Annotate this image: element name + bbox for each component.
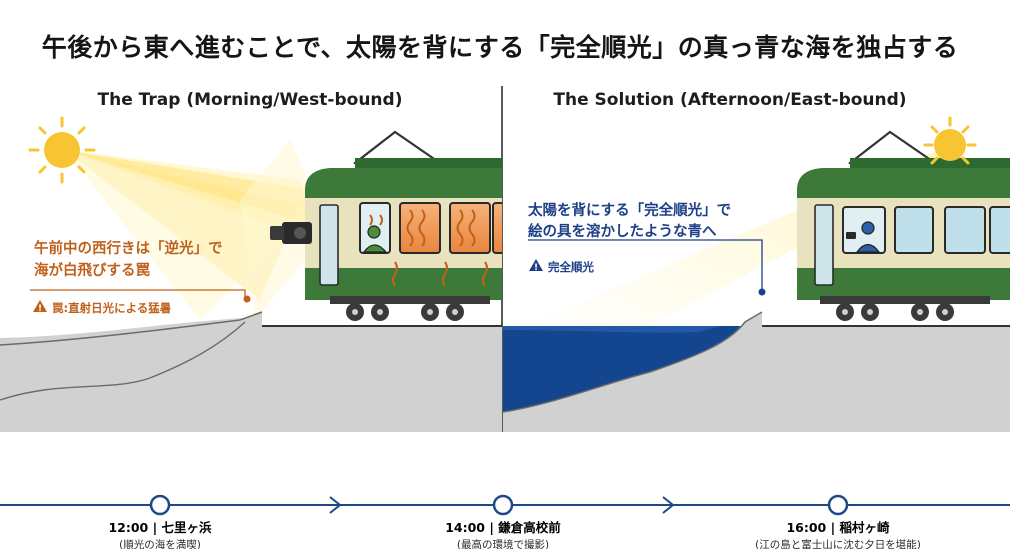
left-callout-line-2: 海が白飛びする罠 — [34, 261, 150, 279]
timeline-stop: 12:00 | 七里ヶ浜 (順光の海を満喫) — [108, 494, 212, 549]
right-ground — [503, 312, 1010, 432]
left-panel-heading: The Trap (Morning/West-bound) — [97, 90, 403, 110]
right-train — [797, 130, 1010, 321]
timeline-stop-label: 16:00 | 稲村ヶ崎 — [786, 520, 890, 535]
right-panel-heading: The Solution (Afternoon/East-bound) — [553, 90, 907, 110]
timeline-stop: 16:00 | 稲村ヶ崎 (江の島と富士山に沈む夕日を堪能) — [755, 494, 921, 549]
right-warning: ! 完全順光 — [529, 259, 594, 274]
warning-icon — [529, 259, 543, 271]
right-panel-scene — [503, 116, 1010, 432]
left-panel-scene — [0, 116, 502, 432]
timeline: 12:00 | 七里ヶ浜 (順光の海を満喫) 14:00 | 鎌倉高校前 (最高… — [0, 494, 1010, 549]
sun-icon — [28, 116, 96, 184]
right-warning-text: 完全順光 — [548, 260, 594, 274]
main-title: 午後から東へ進むことで、太陽を背にする「完全順光」の真っ青な海を独占する — [41, 33, 959, 62]
left-warning-text: 罠:直射日光による猛暑 — [52, 301, 171, 315]
timeline-stop: 14:00 | 鎌倉高校前 (最高の環境で撮影) — [445, 494, 561, 549]
sun-icon — [923, 116, 977, 165]
svg-text:!: ! — [534, 263, 538, 273]
left-train — [270, 130, 502, 321]
timeline-stop-note: (最高の環境で撮影) — [457, 538, 549, 549]
left-ground — [0, 312, 502, 432]
right-callout-line-2: 絵の具を溶かしたような青へ — [528, 222, 717, 240]
timeline-arrow-icon — [662, 496, 675, 514]
timeline-stop-label: 12:00 | 七里ヶ浜 — [108, 520, 212, 535]
camera-icon — [846, 232, 856, 239]
left-callout-line-1: 午前中の西行きは「逆光」で — [34, 239, 223, 257]
camera-icon — [270, 222, 312, 244]
timeline-arrow-icon — [329, 496, 342, 514]
timeline-stop-label: 14:00 | 鎌倉高校前 — [445, 520, 561, 535]
svg-text:!: ! — [38, 304, 42, 314]
right-callout-line-1: 太陽を背にする「完全順光」で — [528, 201, 731, 219]
timeline-stop-note: (順光の海を満喫) — [119, 538, 201, 549]
left-warning: ! 罠:直射日光による猛暑 — [33, 300, 171, 315]
warning-icon — [33, 300, 47, 312]
timeline-stop-note: (江の島と富士山に沈む夕日を堪能) — [755, 538, 921, 549]
sun-glare — [65, 140, 330, 320]
